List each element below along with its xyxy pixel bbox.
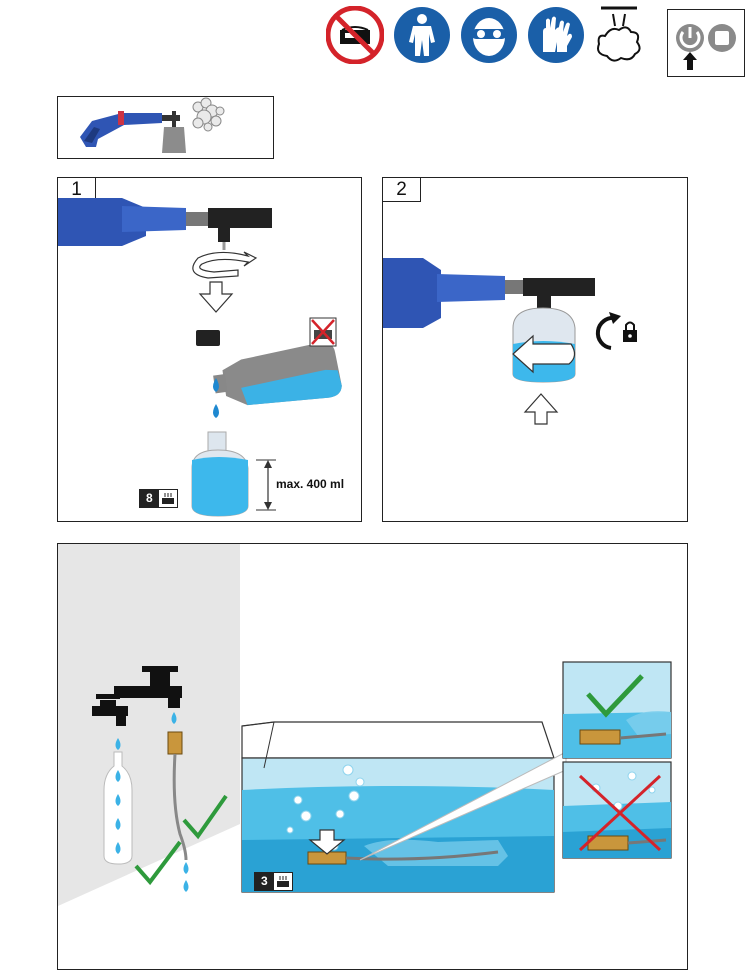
step-panel-3: 3 [57, 543, 688, 970]
eye-protection-icon [460, 6, 518, 64]
reference-number: 8 [140, 490, 159, 507]
power-control-box [667, 9, 745, 77]
panel-number: 2 [383, 178, 421, 202]
max-volume-label: max. 400 ml [276, 477, 345, 491]
detergent-icon [274, 873, 292, 890]
detergent-icon [159, 490, 177, 507]
no-drinking-water-icon [325, 5, 385, 65]
protective-clothing-icon [393, 6, 451, 64]
stop-button-icon [708, 24, 736, 52]
step-panel-1: 1 [57, 177, 362, 522]
reference-badge: 8 [139, 489, 178, 508]
power-button-icon [676, 24, 704, 70]
protective-gloves-icon [527, 6, 585, 64]
reference-badge: 3 [254, 872, 293, 891]
step-panel-2: 2 [382, 177, 688, 522]
reference-number: 3 [255, 873, 274, 890]
overview-image [57, 96, 274, 159]
steam-hazard-icon [593, 4, 645, 71]
